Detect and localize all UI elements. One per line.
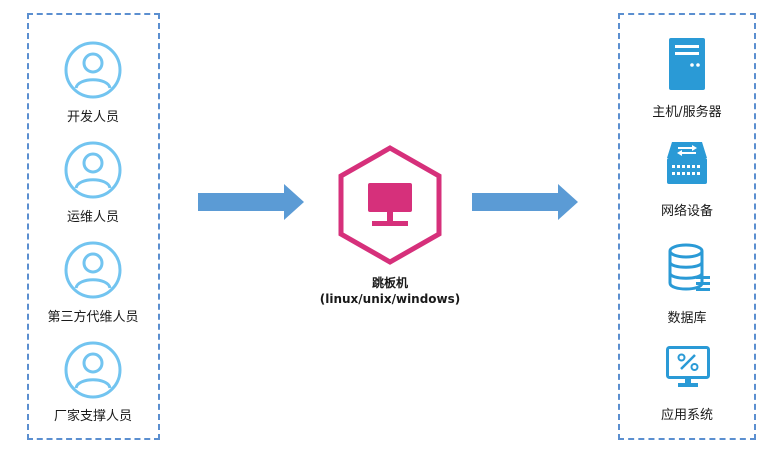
right-node-database: 数据库 [607, 243, 767, 333]
left-node-developer: 开发人员 [13, 40, 173, 130]
user-circle-icon [64, 241, 122, 299]
right-node-label: 主机/服务器 [652, 105, 722, 120]
left-node-vendor: 厂家支撑人员 [13, 340, 173, 430]
right-node-server: 主机/服务器 [607, 38, 767, 128]
right-node-label: 数据库 [667, 311, 707, 326]
user-circle-icon [64, 41, 122, 99]
left-node-third-party: 第三方代维人员 [13, 240, 173, 330]
bastion-host-subtitle: (linux/unix/windows) [319, 292, 461, 306]
user-circle-icon [64, 141, 122, 199]
user-circle-icon [64, 341, 122, 399]
right-group-box [618, 13, 756, 440]
right-node-application: 应用系统 [607, 346, 767, 426]
left-node-label: 开发人员 [66, 110, 119, 125]
right-node-label: 应用系统 [660, 408, 713, 423]
arrow-center-to-right-icon [472, 184, 578, 220]
left-node-label: 运维人员 [66, 210, 119, 225]
right-node-label: 网络设备 [660, 204, 713, 219]
application-monitor-icon [666, 346, 710, 387]
left-node-label: 第三方代维人员 [47, 310, 139, 325]
right-node-network: 网络设备 [607, 140, 767, 230]
network-switch-icon [667, 142, 707, 184]
arrow-left-to-center-icon [198, 184, 304, 220]
server-icon [669, 38, 705, 90]
monitor-hexagon-icon [338, 145, 442, 265]
left-group-box [27, 13, 160, 440]
left-node-ops: 运维人员 [13, 140, 173, 230]
bastion-host-title: 跳板机 [371, 276, 408, 290]
database-icon [668, 243, 710, 291]
left-node-label: 厂家支撑人员 [53, 409, 132, 424]
